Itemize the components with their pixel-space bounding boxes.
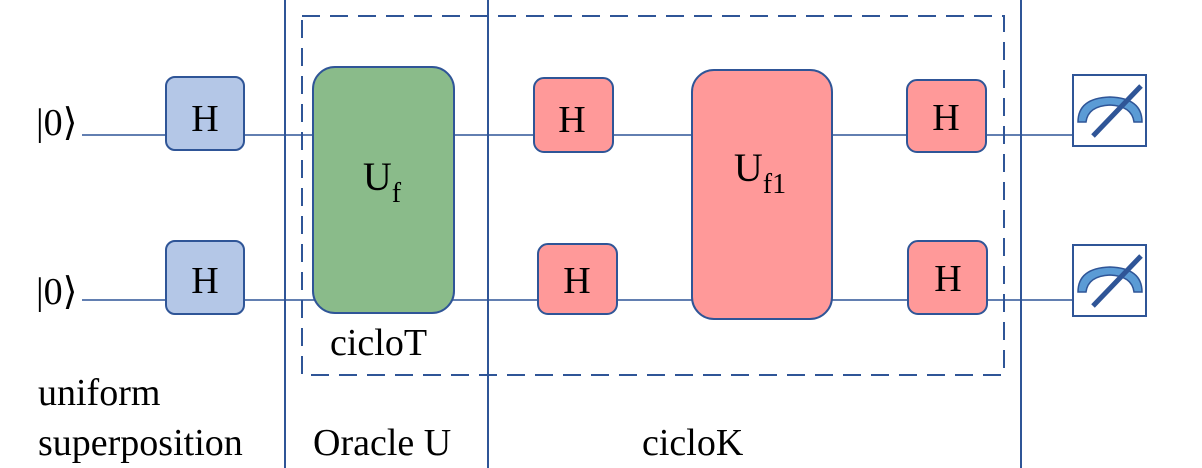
svg-text:H: H (191, 98, 218, 140)
meter-icon (1072, 244, 1147, 317)
h-gate-red-1: H (533, 77, 614, 153)
h-gate-red-4: H (907, 240, 988, 315)
input-ket-2: |0⟩ (36, 271, 77, 313)
uf1-base: U (734, 145, 763, 190)
uf1-sub: f1 (763, 169, 786, 200)
h-gate-red-2: H (537, 243, 618, 315)
svg-text:Uf: Uf (363, 154, 402, 209)
section-label-uniform: uniform (38, 372, 160, 414)
section-label-ciclok: cicloK (642, 422, 744, 464)
svg-text:H: H (558, 99, 585, 141)
h-gate-blue-2: H (165, 240, 245, 315)
section-label-oracle: Oracle U (313, 422, 451, 464)
svg-text:H: H (932, 97, 959, 139)
h-gate-red-3: H (906, 79, 987, 153)
inner-box-label: cicloT (330, 322, 427, 364)
uf1-gate: Uf1 (691, 69, 833, 320)
svg-text:H: H (563, 260, 590, 302)
h-gate-blue-1: H (165, 76, 245, 151)
section-label-superposition: superposition (38, 422, 243, 464)
input-ket-1: |0⟩ (36, 102, 77, 144)
meter-icon (1072, 74, 1147, 147)
oracle-sub: f (392, 178, 402, 209)
oracle-uf-gate: Uf (312, 66, 455, 314)
oracle-base: U (363, 154, 392, 199)
svg-text:H: H (934, 258, 961, 300)
cicloT-dashed-box (301, 15, 1005, 376)
svg-text:H: H (191, 260, 218, 302)
svg-text:Uf1: Uf1 (734, 145, 786, 200)
